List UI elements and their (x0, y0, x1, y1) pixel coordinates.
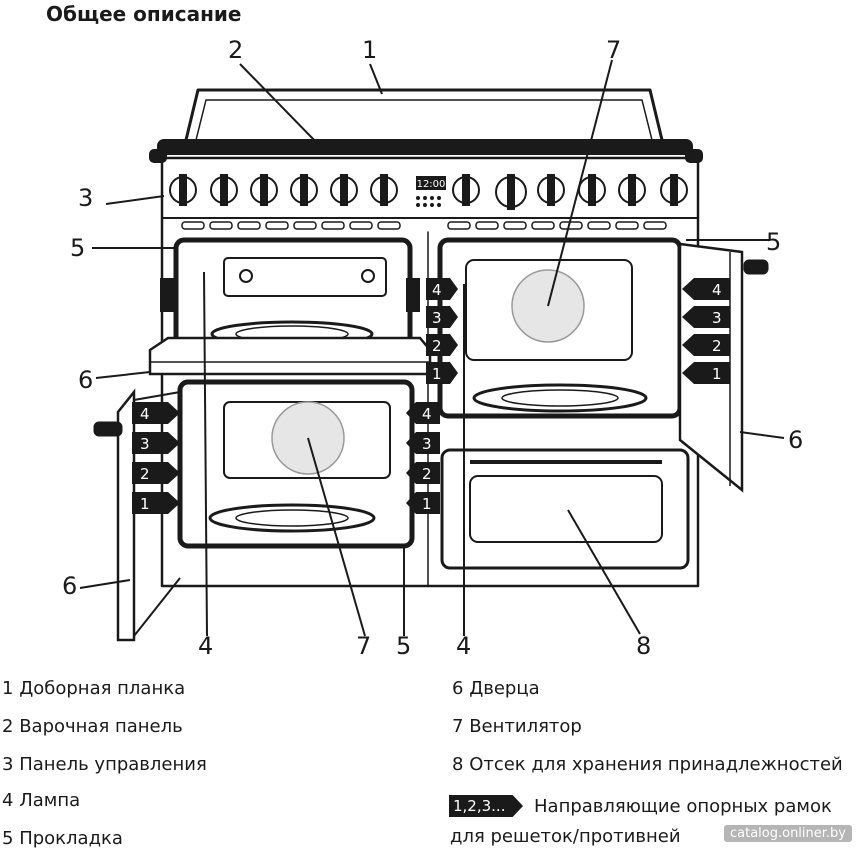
callout-number: 8 (636, 632, 652, 660)
rack-level-label: 4 (432, 281, 442, 299)
leader-lines (79, 59, 785, 637)
legend-item-1: 1 Доборная планка (2, 678, 185, 700)
rack-level-label: 4 (712, 281, 722, 299)
cooker-diagram: 12:00 (79, 59, 785, 642)
left-upper-door-open (148, 336, 432, 376)
left-lower-door-open (116, 388, 136, 642)
legend-text: Дверца (469, 678, 540, 699)
rack-level-label: 3 (140, 435, 150, 453)
left-lower-oven-cavity (177, 379, 415, 549)
rack-level-label: 3 (432, 309, 442, 327)
legend-item-3: 3 Панель управления (2, 754, 207, 776)
legend-number: 1 (2, 678, 14, 699)
rack-guide-markers: 4 3 2 1 4 3 2 1 4 3 2 1 4 3 2 1 (132, 278, 730, 514)
control-knobs (169, 174, 688, 210)
callout-number: 5 (396, 632, 412, 660)
legend-text: Панель управления (19, 754, 207, 775)
legend-item-5: 5 Прокладка (2, 828, 123, 850)
upstand (184, 88, 664, 142)
storage-drawer (440, 448, 690, 570)
callout-number: 3 (78, 184, 94, 212)
legend-item-4: 4 Лампа (2, 790, 80, 812)
rack-level-label: 3 (712, 309, 722, 327)
callout-number: 4 (198, 632, 214, 660)
legend-number: 7 (452, 716, 464, 737)
legend-text: Варочная панель (19, 716, 183, 737)
hob (157, 139, 693, 155)
callout-number: 6 (788, 426, 804, 454)
clock-display-text: 12:00 (417, 179, 446, 190)
legend-item-8: 8 Отсек для хранения принадлежностей (452, 754, 843, 776)
legend-text: Доборная планка (19, 678, 186, 699)
rack-level-label: 2 (140, 465, 150, 483)
rack-level-label: 4 (422, 405, 432, 423)
rack-level-label: 2 (712, 337, 722, 355)
page-title: Общее описание (46, 2, 242, 26)
legend-text: Лампа (19, 790, 81, 811)
rack-level-label: 2 (432, 337, 442, 355)
callout-number: 7 (356, 632, 372, 660)
rack-level-label: 3 (422, 435, 432, 453)
left-lamp-panel (223, 257, 387, 297)
rack-note-line2: для решеток/противней (450, 826, 681, 847)
legend-number: 4 (2, 790, 14, 811)
rack-level-label: 1 (140, 495, 150, 513)
legend-number: 6 (452, 678, 464, 699)
legend-text: Прокладка (19, 828, 123, 849)
callout-number: 6 (62, 572, 78, 600)
legend-text: Отсек для хранения принадлежностей (469, 754, 843, 775)
rack-level-label: 4 (140, 405, 150, 423)
callout-number: 2 (228, 36, 244, 64)
callout-number: 1 (362, 36, 378, 64)
legend-number: 5 (2, 828, 14, 849)
legend-text: Вентилятор (469, 716, 582, 737)
clock-display (416, 176, 446, 190)
legend-number: 8 (452, 754, 464, 775)
callout-number: 5 (766, 228, 782, 256)
legend-item-6: 6 Дверца (452, 678, 540, 700)
callout-number: 7 (606, 36, 622, 64)
rack-guide-badge: 1,2,3... (449, 795, 523, 817)
callout-number: 6 (78, 366, 94, 394)
legend-item-7: 7 Вентилятор (452, 716, 582, 738)
rack-level-label: 1 (432, 365, 442, 383)
rack-note-line1: Направляющие опорных рамок (534, 796, 832, 817)
callout-number: 5 (70, 234, 86, 262)
legend-number: 2 (2, 716, 14, 737)
rack-level-label: 1 (712, 365, 722, 383)
legend-item-2: 2 Варочная панель (2, 716, 183, 738)
rack-level-label: 2 (422, 465, 432, 483)
watermark: catalog.onliner.by (723, 825, 852, 842)
rack-level-label: 1 (422, 495, 432, 513)
callout-number: 4 (456, 632, 472, 660)
legend-number: 3 (2, 754, 14, 775)
